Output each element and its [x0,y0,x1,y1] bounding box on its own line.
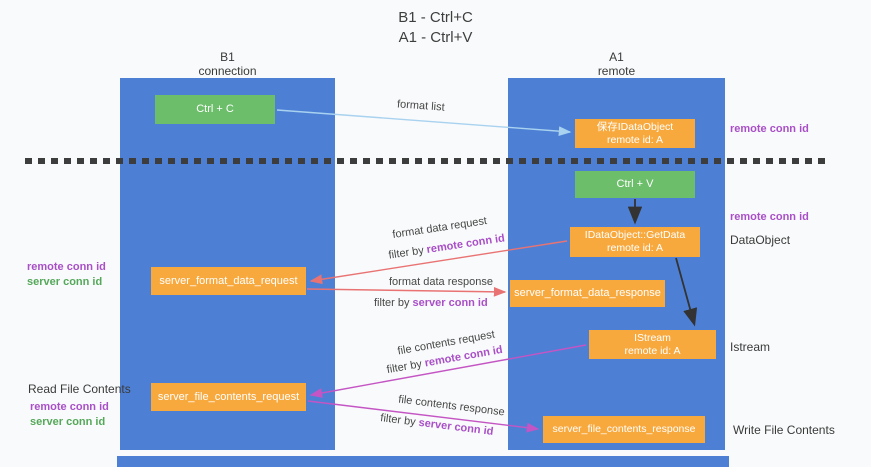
lane-b1-subtitle: connection [198,64,257,78]
server-format-data-request-label: server_format_data_request [159,274,298,287]
ctrl-v-box: Ctrl + V [575,171,695,198]
filter-by-text: filter by [385,357,426,377]
ctrl-c-box: Ctrl + C [155,95,275,124]
server-file-contents-request-label: server_file_contents_request [157,390,300,403]
istream-line1: IStream [634,331,671,344]
lane-bottom-strip [117,456,729,467]
left-server-conn-id-top: server conn id [27,276,103,288]
file-contents-response-filter: filter by server conn id [380,412,494,438]
filter-by-text: filter by [387,244,428,262]
format-data-response-arrow [306,286,507,297]
save-idataobject-box: 保存IDataObject remote id: A [575,119,695,148]
lane-a1-title: A1 [609,50,624,64]
format-data-response-filter: filter by server conn id [374,297,488,309]
left-server-conn-id-bottom: server conn id [30,416,106,428]
save-idataobject-line1: 保存IDataObject [596,120,674,133]
filter-by-text: filter by [374,297,413,309]
filter-by-text: filter by [379,412,420,429]
save-idataobject-line2: remote id: A [606,133,664,146]
server-conn-id-text: server conn id [412,297,488,309]
format-list-label: format list [396,98,446,114]
server-format-data-request-box: server_format_data_request [151,267,306,295]
server-format-data-response-label: server_format_data_response [514,287,661,299]
server-format-data-response-box: server_format_data_response [510,280,665,307]
right-dataobject-label: DataObject [730,233,791,247]
right-remote-conn-id-top: remote conn id [730,123,809,135]
server-file-contents-request-box: server_file_contents_request [151,383,306,411]
remote-conn-id-text: remote conn id [425,232,506,256]
right-remote-conn-id-mid: remote conn id [730,211,809,223]
istream-box: IStream remote id: A [589,330,716,359]
istream-line2: remote id: A [624,344,681,357]
file-contents-response-label: file contents response [397,393,506,419]
title-line-1: B1 - Ctrl+C [398,9,473,26]
title-line-2: A1 - Ctrl+V [398,29,473,46]
server-file-contents-response-label: server_file_contents_response [552,423,696,435]
server-file-contents-response-box: server_file_contents_response [543,416,705,443]
dashed-divider [25,158,831,164]
format-data-response-label: format data response [389,276,493,288]
getdata-line1: IDataObject::GetData [584,229,686,241]
getdata-line2: remote id: A [606,242,664,254]
left-remote-conn-id-top: remote conn id [27,261,106,273]
right-write-file-contents-label: Write File Contents [733,423,835,437]
idataobject-getdata-box: IDataObject::GetData remote id: A [570,227,700,257]
lane-header-b1: B1 connection [120,50,335,78]
diagram-title: B1 - Ctrl+C A1 - Ctrl+V [0,8,871,48]
lane-header-a1: A1 remote [508,50,725,78]
server-conn-id-text: server conn id [417,416,495,438]
lane-a1-subtitle: remote [597,64,636,78]
left-remote-conn-id-bottom: remote conn id [30,401,109,413]
right-istream-label: Istream [730,340,771,354]
lane-b1-title: B1 [220,50,235,64]
left-read-file-contents-label: Read File Contents [28,382,131,396]
ctrl-v-label: Ctrl + V [616,178,654,190]
ctrl-c-label: Ctrl + C [196,103,234,115]
